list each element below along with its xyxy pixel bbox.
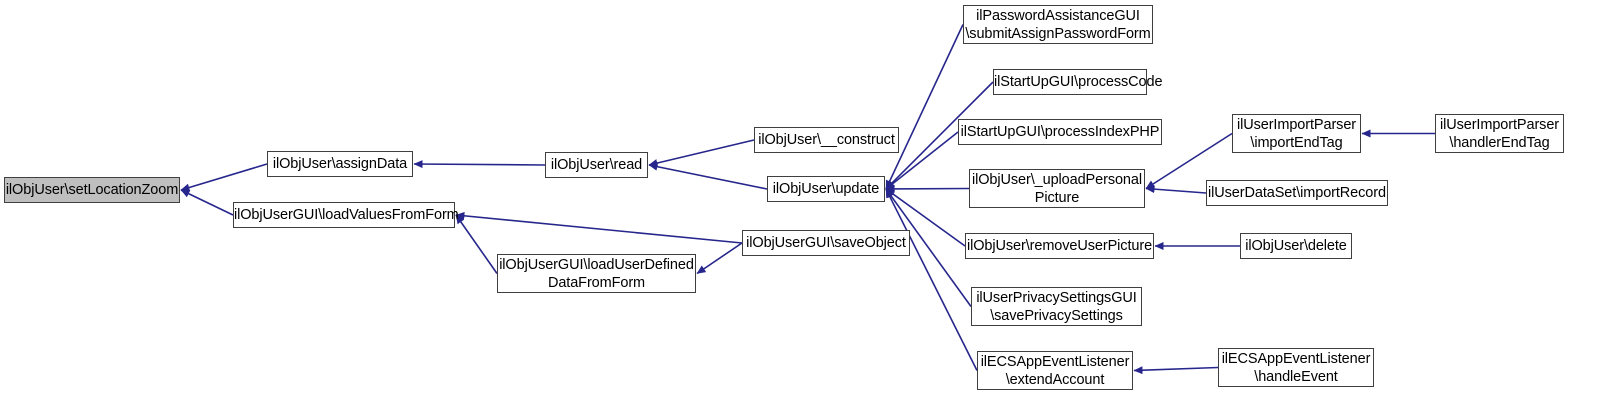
graph-node-label: ilECSAppEventListener \extendAccount — [980, 353, 1130, 388]
graph-node-assignData[interactable]: ilObjUser\assignData — [267, 151, 413, 177]
graph-node-loadValuesFromForm[interactable]: ilObjUserGUI\loadValuesFromForm — [233, 202, 459, 228]
graph-node-label: ilObjUser\assignData — [272, 156, 408, 172]
graph-node-delete[interactable]: ilObjUser\delete — [1240, 233, 1352, 259]
graph-node-uploadPersonalPicture[interactable]: ilObjUser\_uploadPersonal Picture — [969, 169, 1145, 208]
graph-node-label: ilObjUser\__construct — [758, 132, 895, 148]
graph-node-submitAssignPasswordForm[interactable]: ilPasswordAssistanceGUI \submitAssignPas… — [963, 5, 1153, 44]
graph-node-processIndexPHP[interactable]: ilStartUpGUI\processIndexPHP — [958, 119, 1162, 145]
graph-node-update[interactable]: ilObjUser\update — [767, 176, 885, 202]
graph-node-setLocationZoom[interactable]: ilObjUser\setLocationZoom — [4, 177, 180, 203]
graph-node-label: ilStartUpGUI\processIndexPHP — [960, 124, 1160, 140]
graph-node-label: ilObjUser\setLocationZoom — [5, 182, 179, 198]
graph-node-label: ilObjUser\update — [772, 181, 880, 197]
graph-edge-submitAssignPasswordForm-to-update — [885, 24, 964, 190]
graph-node-label: ilUserImportParser \handlerEndTag — [1439, 116, 1560, 151]
graph-node-savePrivacySettings[interactable]: ilUserPrivacySettingsGUI \savePrivacySet… — [971, 287, 1142, 326]
graph-node-handleEventEcs[interactable]: ilECSAppEventListener \handleEvent — [1218, 348, 1374, 387]
graph-edge-uploadPersonalPicture-to-update — [885, 184, 970, 193]
graph-node-importRecord[interactable]: ilUserDataSet\importRecord — [1206, 180, 1388, 206]
graph-node-label: ilUserImportParser \importEndTag — [1236, 116, 1357, 151]
graph-node-label: ilObjUser\delete — [1245, 238, 1347, 254]
graph-edge-extendAccount-to-update — [885, 188, 978, 371]
graph-node-construct[interactable]: ilObjUser\__construct — [754, 127, 899, 153]
graph-node-label: ilECSAppEventListener \handleEvent — [1221, 350, 1371, 385]
graph-edge-importRecord-to-uploadPersonalPicture — [1145, 185, 1207, 194]
graph-node-label: ilUserDataSet\importRecord — [1208, 185, 1386, 201]
graph-node-saveObject[interactable]: ilObjUserGUI\saveObject — [742, 230, 910, 256]
graph-node-label: ilPasswordAssistanceGUI \submitAssignPas… — [965, 7, 1151, 42]
graph-node-label: ilStartUpGUI\processCode — [994, 74, 1163, 90]
graph-node-label: ilObjUser\read — [550, 157, 643, 173]
graph-edge-assignData-to-setLocationZoom — [180, 163, 268, 192]
graph-node-removeUserPicture[interactable]: ilObjUser\removeUserPicture — [965, 233, 1154, 259]
graph-node-loadUserDefinedDataFromForm[interactable]: ilObjUserGUI\loadUserDefined DataFromFor… — [497, 254, 696, 293]
graph-node-handlerEndTag[interactable]: ilUserImportParser \handlerEndTag — [1435, 114, 1564, 153]
graph-node-read[interactable]: ilObjUser\read — [545, 152, 648, 178]
graph-node-importEndTag[interactable]: ilUserImportParser \importEndTag — [1232, 114, 1361, 153]
graph-node-label: ilUserPrivacySettingsGUI \savePrivacySet… — [976, 289, 1137, 324]
graph-node-processCode[interactable]: ilStartUpGUI\processCode — [993, 69, 1163, 95]
graph-edge-construct-to-read — [648, 139, 755, 167]
graph-edge-saveObject-to-loadUserDefinedDataFromForm — [696, 242, 743, 275]
graph-node-extendAccount[interactable]: ilECSAppEventListener \extendAccount — [977, 351, 1133, 390]
graph-edge-update-to-read — [648, 162, 768, 190]
graph-edge-handleEventEcs-to-extendAccount — [1133, 366, 1219, 375]
graph-edge-read-to-assignData — [413, 160, 546, 169]
graph-node-label: ilObjUserGUI\loadValuesFromForm — [234, 207, 459, 223]
graph-edge-loadUserDefinedDataFromForm-to-loadValuesFromForm — [455, 214, 498, 274]
graph-edge-saveObject-to-loadValuesFromForm — [455, 211, 743, 244]
graph-edge-loadValuesFromForm-to-setLocationZoom — [180, 189, 234, 216]
graph-node-label: ilObjUser\removeUserPicture — [966, 238, 1153, 254]
graph-node-label: ilObjUser\_uploadPersonal Picture — [972, 171, 1142, 206]
graph-node-label: ilObjUserGUI\saveObject — [746, 235, 906, 251]
graph-node-label: ilObjUserGUI\loadUserDefined DataFromFor… — [499, 256, 694, 291]
